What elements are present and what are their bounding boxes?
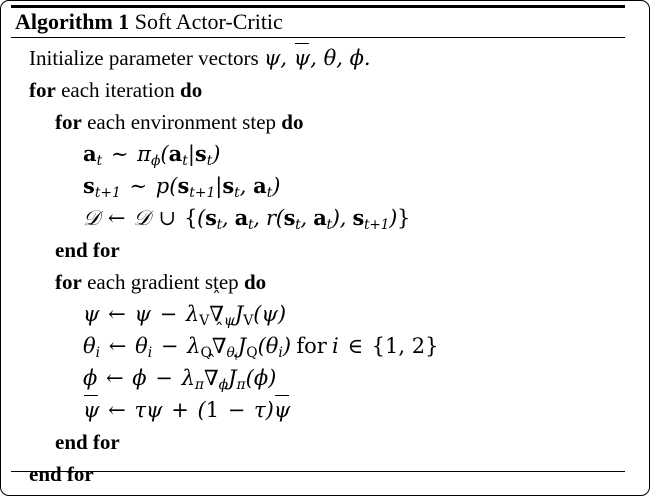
line-end-for-environment-step: end for	[1, 234, 649, 266]
keyword-do: do	[281, 110, 304, 134]
keyword-do: do	[243, 270, 267, 294]
algorithm-name: Soft Actor-Critic	[134, 9, 283, 34]
line-update-replay-buffer: 𝒟 ← 𝒟 ∪ {(st, at, r(st, at), st+1)}	[1, 202, 649, 234]
algorithm-body: Initialize parameter vectors ψ, ψ, θ, ϕ.…	[1, 42, 649, 490]
keyword-end-for: end for	[55, 238, 120, 262]
equation-update-psi-bar: ψ ← τψ + (1 − τ)ψ	[83, 394, 290, 422]
initialize-symbols: ψ, ψ, θ, ϕ.	[264, 42, 371, 70]
line-update-psi-bar: ψ ← τψ + (1 − τ)ψ	[1, 394, 649, 426]
line-initialize: Initialize parameter vectors ψ, ψ, θ, ϕ.	[1, 42, 649, 74]
line-for-gradient-step: for each gradient step do	[1, 266, 649, 298]
word-environment-step: environment step	[130, 110, 277, 134]
initialize-text: Initialize parameter vectors	[29, 46, 259, 70]
word-gradient-step: gradient step	[130, 270, 239, 294]
title-rule	[11, 37, 625, 38]
equation-sample-next-state: st+1 ∼ p(st+1|st, at)	[83, 173, 281, 201]
line-end-for-gradient-step: end for	[1, 426, 649, 458]
word-each: each	[61, 78, 100, 102]
word-each: each	[87, 110, 126, 134]
equation-theta-index-set: i ∈ {1, 2}	[332, 334, 439, 358]
top-rule	[11, 5, 625, 8]
line-for-environment-step: for each environment step do	[1, 106, 649, 138]
keyword-end-for: end for	[29, 462, 94, 486]
keyword-end-for: end for	[55, 430, 120, 454]
equation-sample-action: at ∼ πϕ(at|st)	[83, 141, 221, 169]
keyword-for: for	[29, 78, 56, 102]
line-sample-action: at ∼ πϕ(at|st)	[1, 138, 649, 170]
keyword-for: for	[55, 110, 82, 134]
line-sample-next-state: st+1 ∼ p(st+1|st, at)	[1, 170, 649, 202]
word-iteration: iteration	[104, 78, 175, 102]
word-each: each	[87, 270, 126, 294]
keyword-for: for	[55, 270, 82, 294]
keyword-do: do	[180, 78, 203, 102]
algorithm-label: Algorithm 1	[15, 9, 130, 34]
equation-update-replay-buffer: 𝒟 ← 𝒟 ∪ {(st, at, r(st, at), st+1)}	[83, 205, 411, 233]
bottom-rule	[11, 471, 625, 472]
line-for-iteration: for each iteration do	[1, 74, 649, 106]
line-end-for-iteration: end for	[1, 458, 649, 490]
algorithm-title: Algorithm 1 Soft Actor-Critic	[15, 8, 283, 36]
word-for-italic: for	[296, 334, 327, 358]
